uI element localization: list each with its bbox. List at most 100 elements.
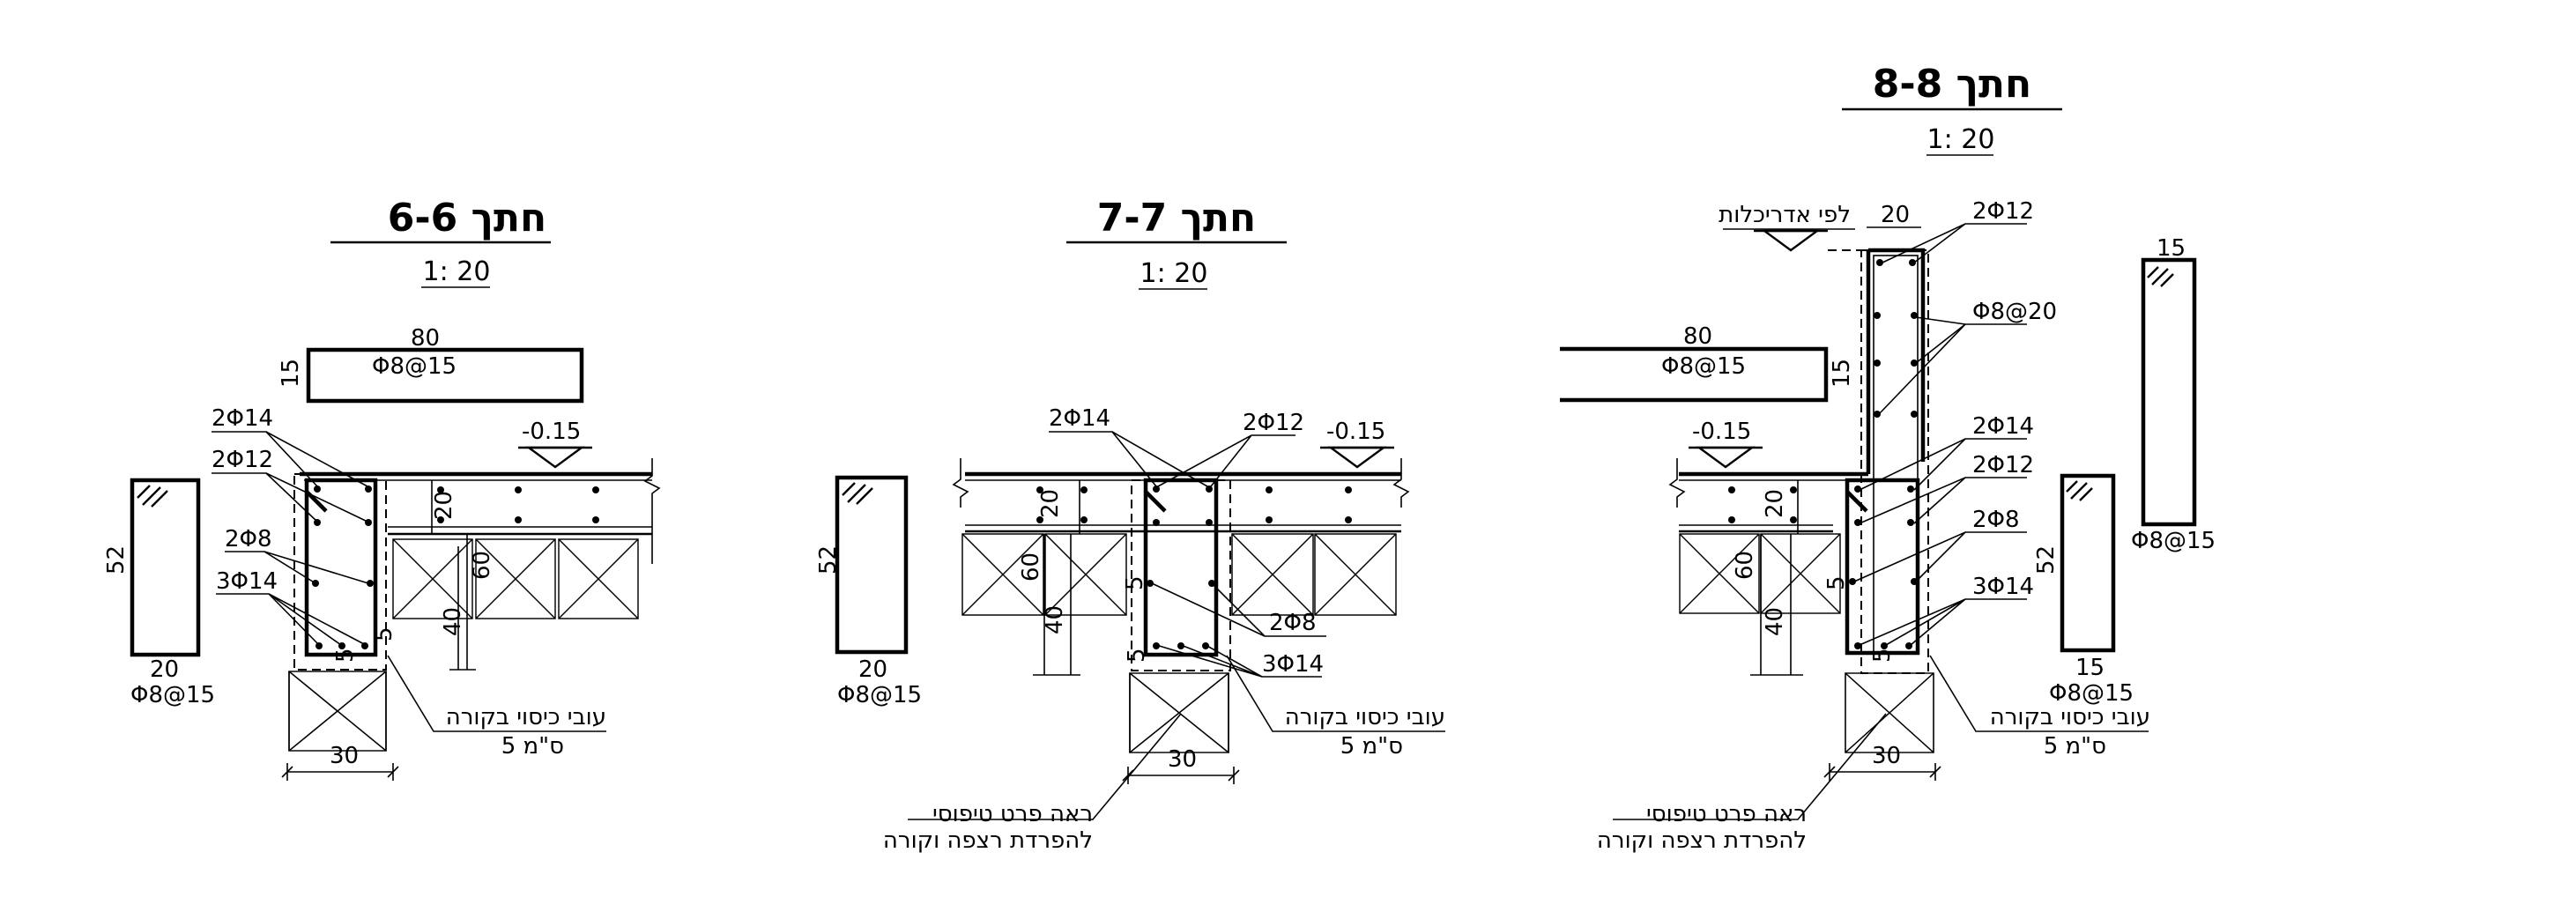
- block-cell: [1044, 533, 1127, 616]
- beam-cover-line: [1131, 479, 1231, 671]
- rebar-label: 3Φ14: [1262, 651, 1324, 678]
- rebar-label: 2Φ8: [1269, 610, 1317, 636]
- dim-label: 60: [469, 551, 495, 580]
- dim-label: 5: [371, 626, 397, 641]
- rebar-label: 2Φ12: [1243, 410, 1304, 436]
- block-cell: [1760, 533, 1841, 614]
- dim-label: 60: [1732, 551, 1758, 580]
- level-label: -0.15: [1692, 419, 1751, 445]
- column-rebar-label: Φ8@15: [130, 682, 215, 708]
- section-scale: 1: 20: [1140, 258, 1208, 289]
- level-marker-icon: [516, 446, 594, 469]
- section-title: חתך 8-8: [1873, 62, 2032, 107]
- section-7-7: חתך 7-7 1: 20 52 20 Φ8@15 -0: [815, 196, 1445, 854]
- hatch-icon: [2147, 266, 2174, 287]
- dim-label: 20: [1762, 489, 1788, 518]
- column-width-label: 20: [150, 656, 179, 683]
- slab-thickness-label: 15: [1829, 359, 1855, 388]
- section-scale: 1: 20: [1927, 124, 1995, 155]
- section-title: חתך 6-6: [388, 196, 547, 241]
- cover-note: עובי כיסוי בקורה: [1990, 704, 2150, 730]
- column-outline: [2060, 473, 2116, 653]
- break-mark: [643, 458, 661, 564]
- dim-label: 20: [1037, 489, 1064, 518]
- detail-note: ראה פרט טיפוסי: [1646, 801, 1807, 827]
- rebar-label: 3Φ14: [1972, 574, 2034, 600]
- dim-label: 30: [1872, 743, 1901, 769]
- wall-detail-width-label: 15: [2157, 235, 2186, 262]
- dim-label: 5: [1823, 575, 1850, 590]
- column-height-label: 52: [103, 545, 130, 575]
- rebar-label: 2Φ12: [212, 447, 273, 473]
- rebar-label: Φ8@20: [1972, 299, 2057, 325]
- rebar-label: 2Φ8: [1972, 507, 2020, 533]
- beam-outline: [1845, 478, 1920, 656]
- rebar-label: 2Φ14: [212, 405, 273, 432]
- break-mark: [952, 458, 969, 508]
- beam-cover-line: [293, 473, 387, 671]
- dim-label: 60: [1018, 552, 1044, 582]
- slab-thickness-label: 15: [278, 359, 304, 388]
- wall-detail-outline: [2141, 257, 2197, 527]
- dim-label: 20: [431, 491, 457, 520]
- section-8-8: חתך 8-8 1: 20 לפי אדריכלות 20 80 Φ8@15 1…: [1560, 62, 2216, 854]
- column-outline: [835, 475, 909, 655]
- block-cell: [1314, 533, 1397, 616]
- dim-label: 5: [1869, 648, 1896, 663]
- cover-note: 5 ס"מ: [1340, 733, 1403, 760]
- arch-note: לפי אדריכלות: [1719, 202, 1851, 228]
- cover-note: 5 ס"מ: [501, 733, 564, 760]
- block-cell: [1231, 533, 1314, 616]
- level-marker-icon: [1318, 446, 1396, 469]
- wall-detail-rebar-label: Φ8@15: [2131, 528, 2216, 554]
- detail-note: ראה פרט טיפוסי: [932, 801, 1093, 827]
- column-height-label: 52: [2033, 545, 2060, 575]
- slab-rebar-label: Φ8@15: [1661, 353, 1746, 380]
- rebar-label: 2Φ8: [225, 526, 272, 552]
- dim-label: 40: [440, 607, 466, 636]
- block-cell: [1845, 672, 1934, 753]
- dim-label: 30: [1168, 746, 1197, 773]
- rebar-label: 3Φ14: [216, 568, 278, 595]
- slab-outline: [306, 347, 584, 404]
- column-rebar-label: Φ8@15: [2049, 680, 2134, 707]
- dim-label: 5: [332, 648, 359, 663]
- level-marker-icon: [1687, 446, 1764, 469]
- dim-label: 5: [1124, 648, 1150, 663]
- dim-label: 40: [1762, 607, 1788, 636]
- slab-rebar-label: Φ8@15: [372, 353, 457, 380]
- slab-width-label: 80: [411, 325, 440, 352]
- dim-label: 5: [1122, 575, 1148, 590]
- block-cell: [288, 671, 387, 752]
- detail-note: להפרדת רצפה וקורה: [1597, 827, 1807, 854]
- wall-width-label: 20: [1881, 202, 1910, 228]
- detail-note: להפרדת רצפה וקורה: [883, 827, 1093, 854]
- block-cell: [558, 538, 639, 619]
- section-6-6: חתך 6-6 1: 20 80 Φ8@15 15 52 20 Φ8@15: [103, 196, 661, 781]
- slab-outline: [1560, 346, 1829, 403]
- cover-note: עובי כיסוי בקורה: [446, 704, 606, 730]
- dim-label: 40: [1042, 605, 1068, 634]
- rebar-label: 2Φ14: [1049, 405, 1110, 432]
- hatch-icon: [137, 485, 168, 508]
- break-mark: [1392, 458, 1410, 508]
- column-width-label: 20: [858, 656, 887, 683]
- column-rebar-label: Φ8@15: [837, 682, 922, 708]
- cover-note: עובי כיסוי בקורה: [1285, 704, 1445, 730]
- rebar-label: 2Φ12: [1972, 198, 2034, 225]
- column-height-label: 52: [815, 545, 842, 575]
- cover-note: 5 ס"מ: [2044, 733, 2106, 760]
- beam-outline: [1143, 478, 1219, 657]
- section-title: חתך 7-7: [1097, 196, 1257, 241]
- section-scale: 1: 20: [423, 256, 491, 287]
- level-label: -0.15: [522, 419, 581, 445]
- block-cell: [392, 538, 473, 619]
- level-label: -0.15: [1326, 419, 1385, 445]
- slab-width-label: 80: [1683, 323, 1712, 350]
- rebar-label: 2Φ12: [1972, 452, 2034, 478]
- break-mark: [1668, 458, 1686, 508]
- level-marker-icon: [1752, 229, 1830, 252]
- column-outline: [130, 478, 201, 657]
- beam-outline: [304, 478, 378, 657]
